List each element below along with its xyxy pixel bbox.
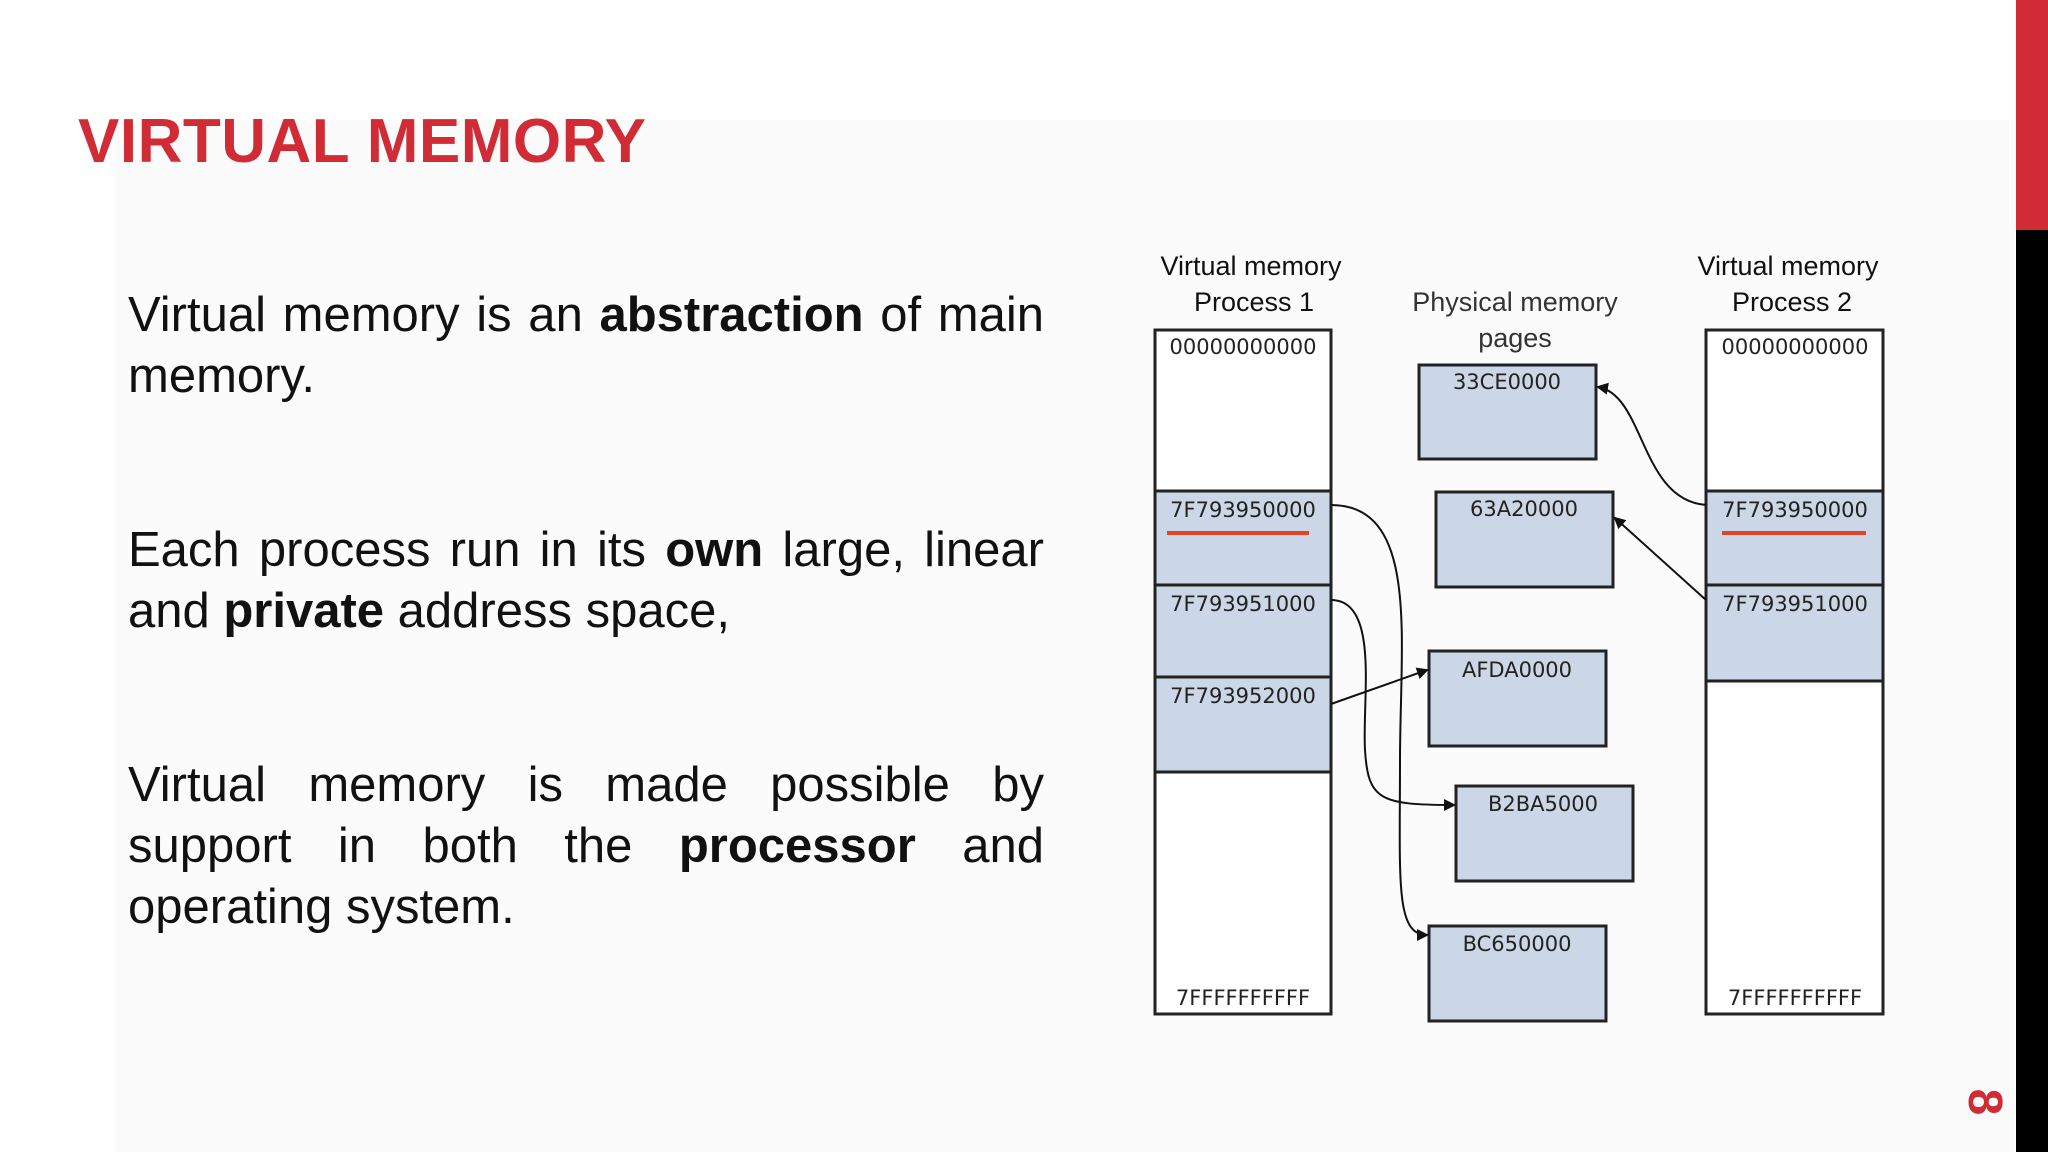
process2-page-block: [1704, 583, 1885, 683]
physical-page-block: [1417, 363, 1598, 461]
mapping-arrow: [1330, 504, 1429, 941]
paragraph-segment-bold: processor: [678, 819, 916, 873]
physical-pages: 33CE0000 63A20000 AFDA0000 B2BA5000 BC65…: [1417, 363, 1635, 1023]
process1-top-address: 00000000000: [1170, 335, 1317, 359]
paragraph-segment: Virtual memory is made possible by suppo…: [128, 758, 1044, 873]
physical-heading-line2: pages: [1478, 323, 1552, 353]
process1-bottom-address: 7FFFFFFFFFF: [1176, 986, 1310, 1010]
paragraph-segment-bold: own: [665, 523, 764, 577]
process1-heading-line2: Process 1: [1194, 287, 1314, 317]
process1-page-label: 7F793950000: [1170, 498, 1316, 522]
mapping-arrows: [1330, 382, 1707, 941]
paragraph-segment-bold: private: [223, 584, 385, 638]
process2-page-label: 7F793951000: [1722, 592, 1868, 616]
mapping-arrow: [1613, 516, 1707, 601]
paragraph-address-space: Each process run in its own large, linea…: [128, 520, 1044, 642]
process2-top-address: 00000000000: [1722, 335, 1869, 359]
mapping-arrow: [1330, 667, 1429, 705]
paragraph-segment: of main memory.: [128, 288, 1044, 403]
right-accent-bar: [2016, 0, 2048, 1152]
physical-page-block: [1434, 490, 1615, 589]
process2-page-block: [1704, 489, 1885, 587]
physical-page-label: BC650000: [1463, 932, 1572, 956]
physical-page-label: 33CE0000: [1453, 370, 1561, 394]
physical-page-label: 63A20000: [1470, 497, 1578, 521]
paragraph-segment: large, linear and: [128, 523, 1044, 638]
physical-heading-line1: Physical memory: [1412, 287, 1618, 317]
process2-heading-line2: Process 2: [1732, 287, 1852, 317]
paragraph-processor-support: Virtual memory is made possible by suppo…: [128, 755, 1044, 938]
process1-page-label: 7F793951000: [1170, 592, 1316, 616]
process1-page-block: [1153, 583, 1333, 679]
physical-page-block: [1427, 649, 1608, 748]
process2-column: 00000000000 7F793950000 7F793951000 7FFF…: [1704, 328, 1885, 1016]
right-accent-bar-red: [2016, 0, 2048, 230]
process1-heading-line1: Virtual memory: [1160, 251, 1342, 281]
mapping-arrow: [1330, 599, 1456, 811]
paragraph-abstraction: Virtual memory is an abstraction of main…: [128, 285, 1044, 407]
paragraph-segment-bold: abstraction: [599, 288, 864, 342]
physical-page-label: AFDA0000: [1462, 658, 1572, 682]
paragraph-segment: address space,: [384, 584, 730, 638]
mapping-arrow: [1596, 382, 1707, 506]
process2-bottom-address: 7FFFFFFFFFF: [1728, 986, 1862, 1010]
process1-page-block: [1153, 675, 1333, 774]
slide-background: [115, 120, 2015, 1152]
physical-page-label: B2BA5000: [1488, 792, 1598, 816]
process1-column: 00000000000 7F793950000 7F793951000 7F79…: [1153, 328, 1333, 1016]
physical-page-block: [1427, 924, 1608, 1023]
page-number: 8: [1958, 1088, 2011, 1116]
paragraph-segment: Each process run in its: [128, 523, 666, 577]
physical-page-block: [1454, 784, 1635, 883]
slide-title: VIRTUAL MEMORY: [78, 107, 647, 176]
process2-page-label: 7F793950000: [1722, 498, 1868, 522]
process1-page-label: 7F793952000: [1170, 684, 1316, 708]
paragraph-segment: Virtual memory is an: [128, 288, 600, 342]
process2-heading-line1: Virtual memory: [1697, 251, 1879, 281]
paragraph-segment: and operating system.: [128, 819, 1044, 934]
